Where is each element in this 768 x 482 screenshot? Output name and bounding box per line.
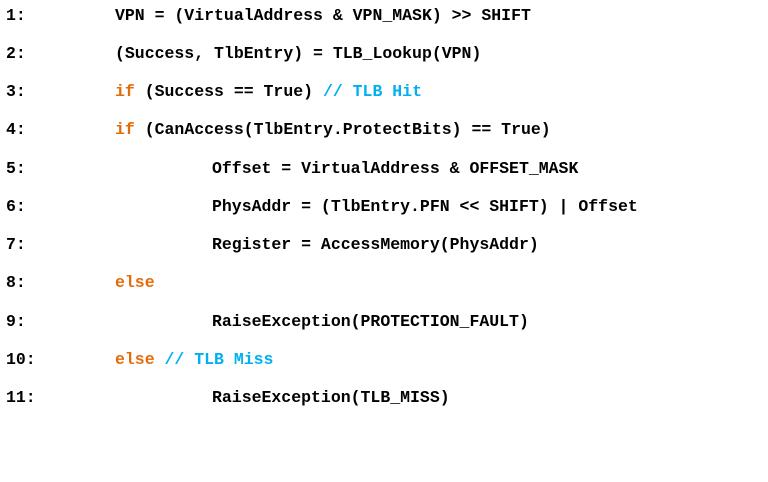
code-line: 9: RaiseException(PROTECTION_FAULT) bbox=[0, 310, 529, 334]
code-line: 3: if (Success == True) // TLB Hit bbox=[0, 80, 422, 104]
code-token: Offset = VirtualAddress & OFFSET_MASK bbox=[212, 159, 579, 178]
code-line: 2: (Success, TlbEntry) = TLB_Lookup(VPN) bbox=[0, 42, 481, 66]
code-text: else bbox=[115, 271, 155, 295]
code-text: (Success, TlbEntry) = TLB_Lookup(VPN) bbox=[115, 42, 481, 66]
code-line: 8: else bbox=[0, 271, 155, 295]
code-text: VPN = (VirtualAddress & VPN_MASK) >> SHI… bbox=[115, 4, 531, 28]
line-number: 10: bbox=[6, 350, 36, 369]
line-number: 8: bbox=[6, 273, 26, 292]
code-line: 5: Offset = VirtualAddress & OFFSET_MASK bbox=[0, 157, 578, 181]
code-token: Register = AccessMemory(PhysAddr) bbox=[212, 235, 539, 254]
code-line: 6: PhysAddr = (TlbEntry.PFN << SHIFT) | … bbox=[0, 195, 638, 219]
code-token: (Success == True) bbox=[134, 82, 323, 101]
code-line: 10: else // TLB Miss bbox=[0, 348, 273, 372]
keyword-token: else bbox=[115, 350, 155, 369]
line-number: 7: bbox=[6, 235, 26, 254]
line-number: 4: bbox=[6, 120, 26, 139]
code-line: 4: if (CanAccess(TlbEntry.ProtectBits) =… bbox=[0, 118, 551, 142]
code-text: Register = AccessMemory(PhysAddr) bbox=[212, 233, 539, 257]
code-token: (CanAccess(TlbEntry.ProtectBits) == True… bbox=[134, 120, 551, 139]
code-line: 7: Register = AccessMemory(PhysAddr) bbox=[0, 233, 539, 257]
code-token: PhysAddr = (TlbEntry.PFN << SHIFT) | Off… bbox=[212, 197, 638, 216]
code-text: Offset = VirtualAddress & OFFSET_MASK bbox=[212, 157, 578, 181]
line-number: 3: bbox=[6, 82, 26, 101]
code-text: PhysAddr = (TlbEntry.PFN << SHIFT) | Off… bbox=[212, 195, 638, 219]
code-text: if (Success == True) // TLB Hit bbox=[115, 80, 422, 104]
code-token: RaiseException(TLB_MISS) bbox=[212, 388, 450, 407]
line-number: 1: bbox=[6, 6, 26, 25]
line-number: 2: bbox=[6, 44, 26, 63]
keyword-token: if bbox=[115, 82, 135, 101]
code-token: (Success, TlbEntry) = TLB_Lookup(VPN) bbox=[115, 44, 482, 63]
code-line: 1: VPN = (VirtualAddress & VPN_MASK) >> … bbox=[0, 4, 531, 28]
line-number: 11: bbox=[6, 388, 36, 407]
line-number: 9: bbox=[6, 312, 26, 331]
line-number: 6: bbox=[6, 197, 26, 216]
code-text: if (CanAccess(TlbEntry.ProtectBits) == T… bbox=[115, 118, 551, 142]
keyword-token: else bbox=[115, 273, 155, 292]
code-text: RaiseException(PROTECTION_FAULT) bbox=[212, 310, 529, 334]
code-text: RaiseException(TLB_MISS) bbox=[212, 386, 450, 410]
code-listing: 1: VPN = (VirtualAddress & VPN_MASK) >> … bbox=[0, 4, 638, 410]
code-token: RaiseException(PROTECTION_FAULT) bbox=[212, 312, 529, 331]
code-text: else // TLB Miss bbox=[115, 348, 273, 372]
comment-token: // TLB Miss bbox=[154, 350, 274, 369]
line-number: 5: bbox=[6, 159, 26, 178]
code-line: 11: RaiseException(TLB_MISS) bbox=[0, 386, 450, 410]
keyword-token: if bbox=[115, 120, 135, 139]
comment-token: // TLB Hit bbox=[322, 82, 422, 101]
code-token: VPN = (VirtualAddress & VPN_MASK) >> SHI… bbox=[115, 6, 531, 25]
